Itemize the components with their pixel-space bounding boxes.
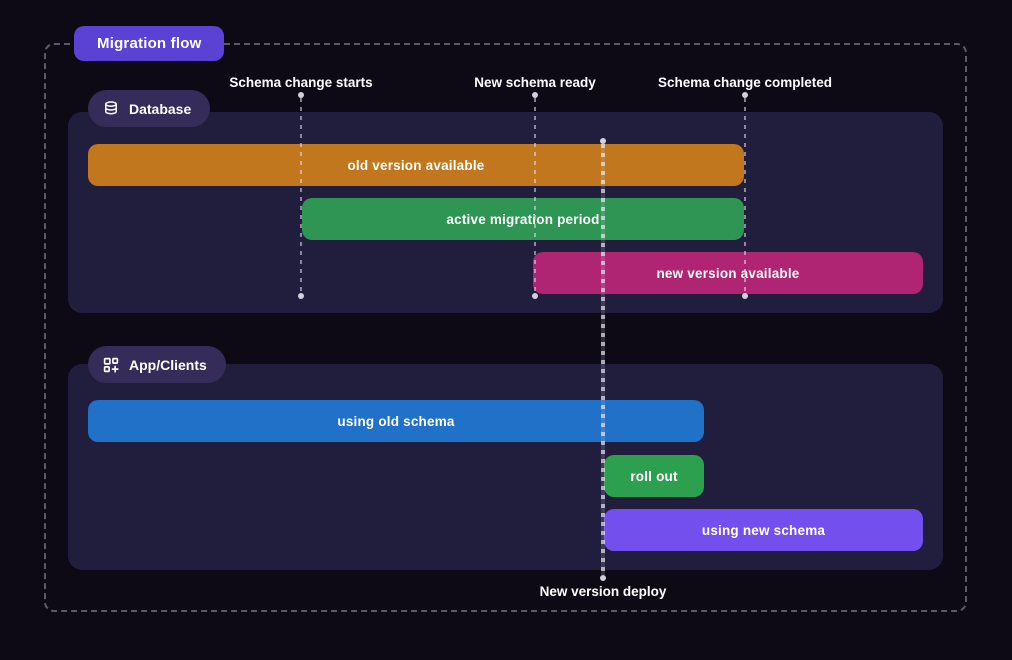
guide-dashes xyxy=(744,98,746,293)
guide-dot-bottom xyxy=(532,293,538,299)
guide-dot-top xyxy=(600,138,606,144)
guide-dashes xyxy=(534,98,536,293)
guide-dot-bottom xyxy=(600,575,606,581)
guide-dot-top xyxy=(532,92,538,98)
guide-line-new-version-deploy xyxy=(600,138,606,581)
milestone-label-schema-change-completed: Schema change completed xyxy=(657,75,833,90)
guide-dashes xyxy=(300,98,302,293)
guide-line-schema-change-starts xyxy=(298,92,304,299)
bar-label: using new schema xyxy=(701,522,826,538)
bar-label: old version available xyxy=(347,157,485,173)
bar-label: new version available xyxy=(656,265,800,281)
milestone-label-new-version-deploy: New version deploy xyxy=(539,584,667,599)
diagram-title: Migration flow xyxy=(97,35,202,52)
guide-dot-bottom xyxy=(298,293,304,299)
guide-dot-top xyxy=(742,92,748,98)
bar-label: using old schema xyxy=(337,413,455,429)
bar-label: active migration period xyxy=(446,211,600,227)
bar-roll-out: roll out xyxy=(604,455,704,497)
bar-using-new-schema: using new schema xyxy=(604,509,923,551)
guide-dot-bottom xyxy=(742,293,748,299)
guide-dot-top xyxy=(298,92,304,98)
milestone-label-schema-change-starts: Schema change starts xyxy=(229,75,373,90)
database-icon xyxy=(102,100,120,118)
guide-dashes xyxy=(601,144,605,575)
apps-add-icon xyxy=(102,356,120,374)
bar-new-version-available: new version available xyxy=(533,252,923,294)
database-section-label: Database xyxy=(129,100,192,117)
bar-active-migration-period: active migration period xyxy=(302,198,744,240)
bar-label: roll out xyxy=(630,468,678,484)
milestone-label-new-schema-ready: New schema ready xyxy=(474,75,596,90)
bar-old-version-available: old version available xyxy=(88,144,744,186)
database-section-badge: Database xyxy=(88,90,211,127)
diagram-frame xyxy=(44,43,967,612)
diagram-title-badge: Migration flow xyxy=(74,26,225,61)
guide-line-schema-change-completed xyxy=(742,92,748,299)
guide-line-new-schema-ready xyxy=(532,92,538,299)
app-clients-section-badge: App/Clients xyxy=(88,346,226,383)
bar-using-old-schema: using old schema xyxy=(88,400,704,442)
app-clients-section-label: App/Clients xyxy=(129,356,207,373)
